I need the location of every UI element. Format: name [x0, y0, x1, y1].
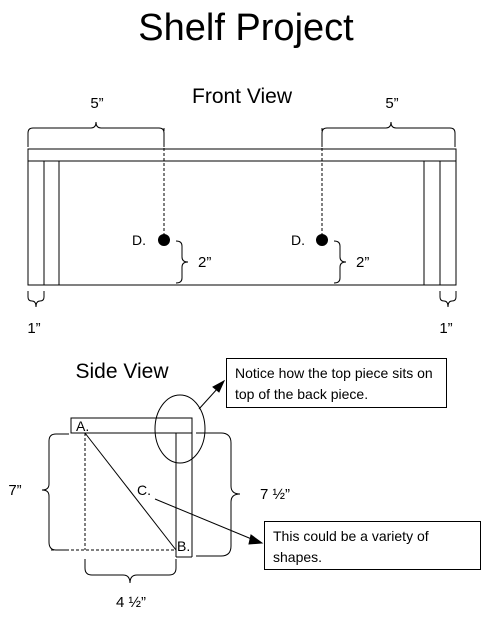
side-view-heading: Side View: [75, 360, 169, 383]
side-height-right-label: 7 ½”: [260, 486, 290, 503]
top-piece-note: Notice how the top piece sits on top of …: [226, 358, 447, 408]
front-right-drop-label: 2”: [356, 254, 369, 271]
front-left-width-brace: [27, 121, 165, 147]
side-point-b-label: B.: [177, 538, 190, 554]
side-width-label: 4 ½”: [116, 594, 146, 611]
side-view-guides: [51, 433, 176, 551]
front-view-heading: Front View: [192, 85, 293, 108]
front-left-side-label: 1”: [27, 320, 40, 337]
top-piece-callout-arrow: [198, 379, 226, 410]
side-point-c-label: C.: [137, 482, 151, 498]
side-height-left-label: 7”: [8, 482, 21, 499]
front-right-drop-brace: [333, 240, 347, 284]
front-right-side-label: 1”: [439, 320, 452, 337]
front-right-point-label: D.: [291, 232, 305, 248]
side-height-right-brace: [196, 432, 241, 557]
front-left-side-brace: [27, 291, 45, 308]
front-left-point-label: D.: [132, 232, 146, 248]
top-piece-note-text: Notice how the top piece sits on top of …: [235, 365, 433, 402]
front-right-width-brace: [321, 121, 456, 147]
joint-highlight-circle: [154, 394, 206, 464]
shapes-note: This could be a variety of shapes.: [264, 521, 481, 570]
page-title: Shelf Project: [138, 7, 354, 49]
front-left-drop-brace: [175, 240, 189, 284]
front-left-drop-label: 2”: [198, 254, 211, 271]
shapes-note-text: This could be a variety of shapes.: [273, 528, 429, 565]
side-width-brace: [84, 559, 177, 584]
front-right-side-brace: [439, 291, 457, 308]
side-height-left-brace: [41, 433, 69, 551]
side-point-a-label: A.: [76, 418, 89, 434]
front-right-hole-point: [316, 234, 328, 246]
front-view-shelf: [27, 148, 457, 286]
shapes-callout-arrow: [154, 498, 264, 545]
side-view-shelf: [70, 417, 193, 558]
front-right-width-label: 5”: [385, 95, 398, 112]
front-left-width-label: 5”: [90, 95, 103, 112]
front-left-hole-point: [158, 234, 170, 246]
